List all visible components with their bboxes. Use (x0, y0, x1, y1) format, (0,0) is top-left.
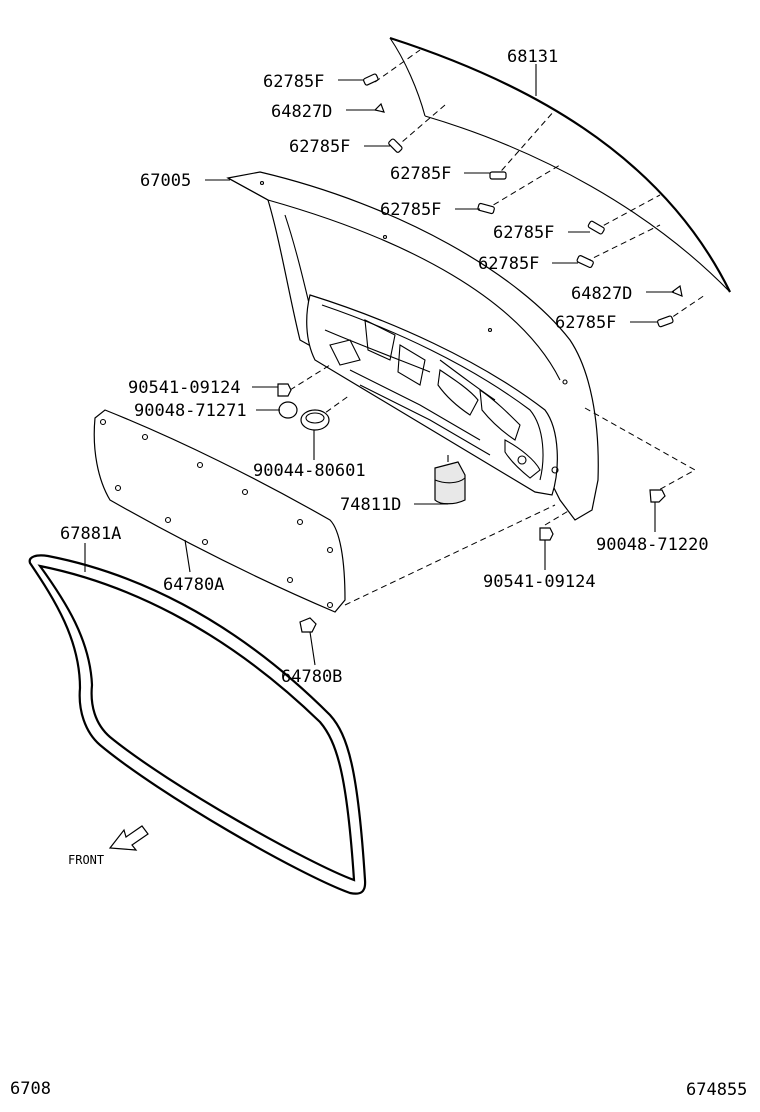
label-90048-71220: 90048-71220 (596, 535, 709, 555)
label-64827d-1: 64827D (271, 102, 332, 122)
clip-62785f-4 (477, 202, 495, 215)
label-64827d-2: 64827D (571, 284, 632, 304)
leader-lines (84, 64, 674, 666)
grommet-90048-71271 (278, 401, 298, 419)
leader-dashed-5 (544, 509, 571, 526)
label-90541-09124-upper: 90541-09124 (128, 378, 241, 398)
clip-90541-09124-lower (539, 527, 554, 541)
label-62785f-7: 62785F (555, 313, 616, 333)
label-62785f-4: 62785F (380, 200, 441, 220)
label-64780a: 64780A (163, 575, 224, 595)
front-arrow-icon (108, 825, 149, 851)
label-90541-09124-lower: 90541-09124 (483, 572, 596, 592)
clip-64780b (299, 617, 317, 633)
label-62785f-3: 62785F (390, 164, 451, 184)
clip-62785f-2 (388, 138, 403, 153)
label-62785f-6: 62785F (478, 254, 539, 274)
label-64780b: 64780B (281, 667, 342, 687)
plug-90044-80601 (300, 409, 330, 431)
weatherstrip-67881a (28, 554, 367, 895)
leader-dashed-1 (289, 364, 331, 391)
clip-62785f-1 (363, 73, 379, 86)
clip-62785f-3 (489, 171, 507, 180)
clip-64827d-2 (670, 284, 683, 297)
spoiler-68131 (374, 36, 731, 323)
label-90048-71271: 90048-71271 (134, 401, 247, 421)
label-67005: 67005 (140, 171, 191, 191)
clip-64827d-1 (373, 102, 385, 113)
leader-dashed-4 (344, 504, 556, 606)
clip-62785f-5 (587, 220, 605, 235)
trunk-lid-67005 (226, 171, 599, 521)
leader-dashed-2 (317, 394, 351, 419)
leader-dashed-3 (584, 407, 697, 493)
footer-left-code: 6708 (10, 1079, 51, 1099)
label-62785f-2: 62785F (289, 137, 350, 157)
label-74811d: 74811D (340, 495, 401, 515)
label-62785f-1: 62785F (263, 72, 324, 92)
label-62785f-5: 62785F (493, 223, 554, 243)
grommet-90048-71220 (649, 489, 666, 503)
label-90044-80601: 90044-80601 (253, 461, 366, 481)
clip-90541-09124-upper (277, 383, 292, 397)
clip-62785f-7 (657, 315, 674, 328)
label-68131: 68131 (507, 47, 558, 67)
front-label: FRONT (68, 853, 104, 867)
clip-62785f-6 (576, 255, 594, 269)
cushion-74811d (434, 455, 466, 505)
trim-board-64780a (93, 409, 346, 613)
footer-right-code: 674855 (686, 1080, 747, 1100)
label-67881a: 67881A (60, 524, 121, 544)
